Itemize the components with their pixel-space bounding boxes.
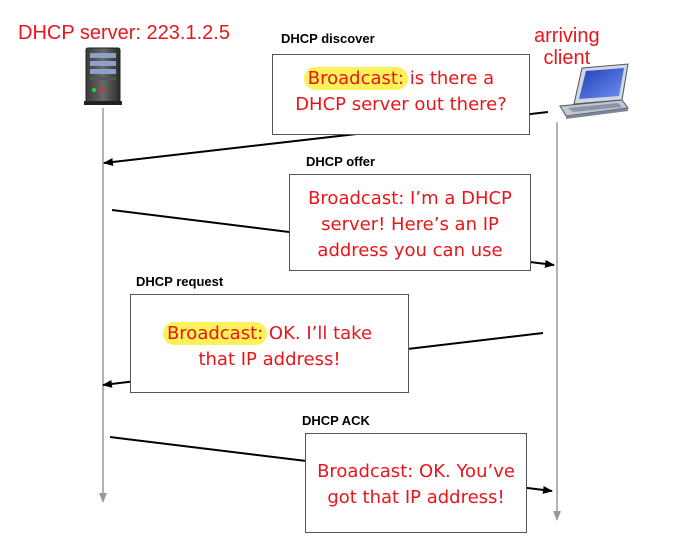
step-label-offer: DHCP offer (306, 154, 376, 169)
client-label-line-1: arriving (534, 25, 600, 47)
step-label-request: DHCP request (136, 274, 224, 289)
ack-line-1: Broadcast: OK. You’ve (317, 461, 515, 482)
server-label: DHCP server: 223.1.2.5 (18, 22, 230, 44)
discover-line-1: Broadcast: is there a (273, 66, 529, 92)
ack-line-2: got that IP address! (327, 487, 505, 508)
client-label-line-2: client (543, 47, 591, 69)
offer-line-1: Broadcast: I’m a DHCP (308, 188, 512, 209)
offer-line-2: server! Here’s an IP (321, 214, 499, 235)
discover-line-1-text: is there a (404, 68, 495, 89)
request-line-1-text: OK. I’ll take (263, 323, 373, 344)
discover-message-box: Broadcast: is there a DHCP server out th… (272, 54, 530, 135)
offer-message-box: Broadcast: I’m a DHCP server! Here’s an … (289, 174, 531, 271)
request-message-box: Broadcast: OK. I’ll take that IP address… (130, 294, 409, 393)
request-line-1: Broadcast: OK. I’ll take (131, 321, 408, 347)
step-label-discover: DHCP discover (281, 31, 375, 46)
discover-line-2: DHCP server out there? (295, 94, 507, 115)
request-highlight: Broadcast: (162, 322, 268, 345)
offer-line-3: address you can use (317, 240, 503, 261)
laptop-icon (559, 63, 629, 119)
ack-message-box: Broadcast: OK. You’ve got that IP addres… (305, 433, 527, 533)
request-line-2: that IP address! (198, 349, 341, 370)
step-label-ack: DHCP ACK (302, 413, 370, 428)
discover-highlight: Broadcast: (303, 67, 409, 90)
server-tower-icon (84, 47, 122, 105)
client-label: arriving client (534, 25, 600, 69)
